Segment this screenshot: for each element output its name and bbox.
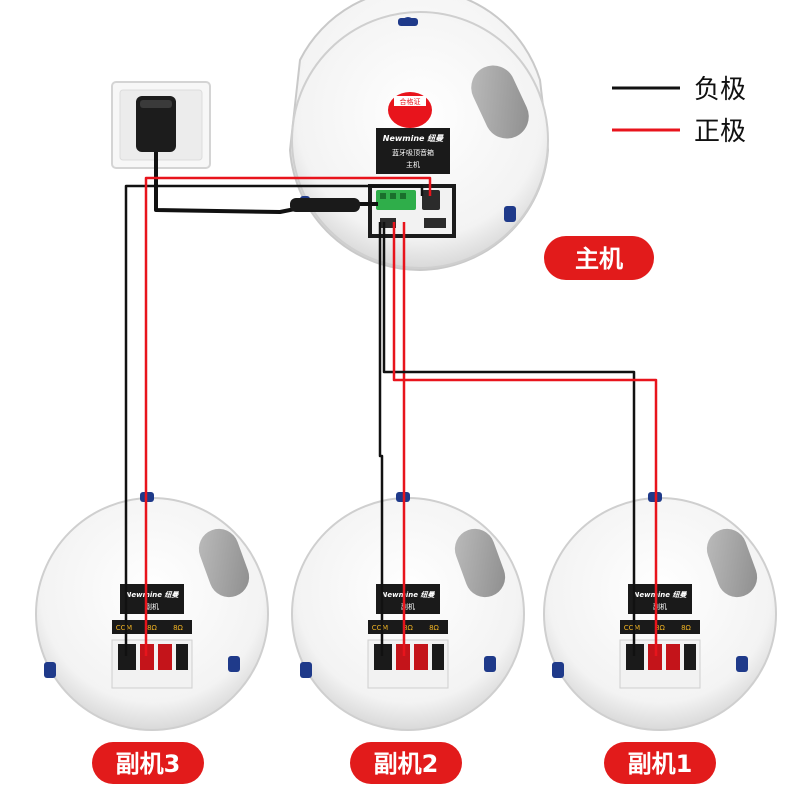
badge-sub2: 副机2 (350, 742, 462, 784)
sub1-brand: Newmine 纽曼 (634, 590, 688, 599)
main-product-line1: 蓝牙吸顶音箱 (392, 148, 434, 157)
sub-speaker-1: Newmine 纽曼 副机 COM 8Ω 8Ω (543, 492, 777, 731)
badge-main: 主机 (544, 236, 654, 280)
terminal-block-icon (376, 190, 416, 210)
sub2-port-com: COM (372, 624, 388, 632)
main-speaker: 合格证 Newmine 纽曼 蓝牙吸顶音箱 主机 (288, 0, 550, 272)
certificate-sticker: 合格证 (388, 92, 432, 128)
sub1-product: 副机 (653, 602, 667, 611)
main-product-line2: 主机 (406, 160, 420, 169)
sub3-product: 副机 (145, 602, 159, 611)
sub-speaker-2: Newmine 纽曼 副机 COM 8Ω 8Ω (291, 492, 525, 731)
wires (124, 152, 658, 656)
sub-speaker-3: Newmine 纽曼 副机 COM 8Ω 8Ω (35, 492, 269, 731)
main-brand: Newmine 纽曼 (383, 134, 444, 143)
badge-main-label: 主机 (575, 245, 623, 273)
sub3-brand: Newmine 纽曼 (126, 590, 180, 599)
sticker-text: 合格证 (400, 97, 421, 106)
wire-red-sub1 (392, 222, 658, 656)
wire-black-sub1 (382, 222, 636, 656)
legend: 负极 正极 (612, 75, 746, 147)
sub3-port-com: COM (116, 624, 132, 632)
sub2-port-8b: 8Ω (429, 624, 439, 632)
sub3-port-8a: 8Ω (147, 624, 157, 632)
badge-sub3-label: 副机3 (116, 750, 181, 778)
wire-red-sub3 (144, 176, 432, 656)
wire-black-sub3 (124, 184, 424, 656)
badge-sub1: 副机1 (604, 742, 716, 784)
sub2-brand: Newmine 纽曼 (382, 590, 436, 599)
legend-negative-label: 负极 (694, 75, 746, 105)
sub1-port-8a: 8Ω (655, 624, 665, 632)
mounting-slot-icon (471, 65, 529, 139)
power-adapter-icon (136, 96, 176, 152)
sub2-port-8a: 8Ω (403, 624, 413, 632)
badge-sub2-label: 副机2 (374, 750, 439, 778)
sub2-product: 副机 (401, 602, 415, 611)
sub3-port-8b: 8Ω (173, 624, 183, 632)
wire-black-sub2 (378, 222, 384, 656)
badge-sub1-label: 副机1 (628, 750, 693, 778)
legend-positive-label: 正极 (694, 117, 746, 147)
sub1-port-com: COM (624, 624, 640, 632)
badge-sub3: 副机3 (92, 742, 204, 784)
sub1-port-8b: 8Ω (681, 624, 691, 632)
